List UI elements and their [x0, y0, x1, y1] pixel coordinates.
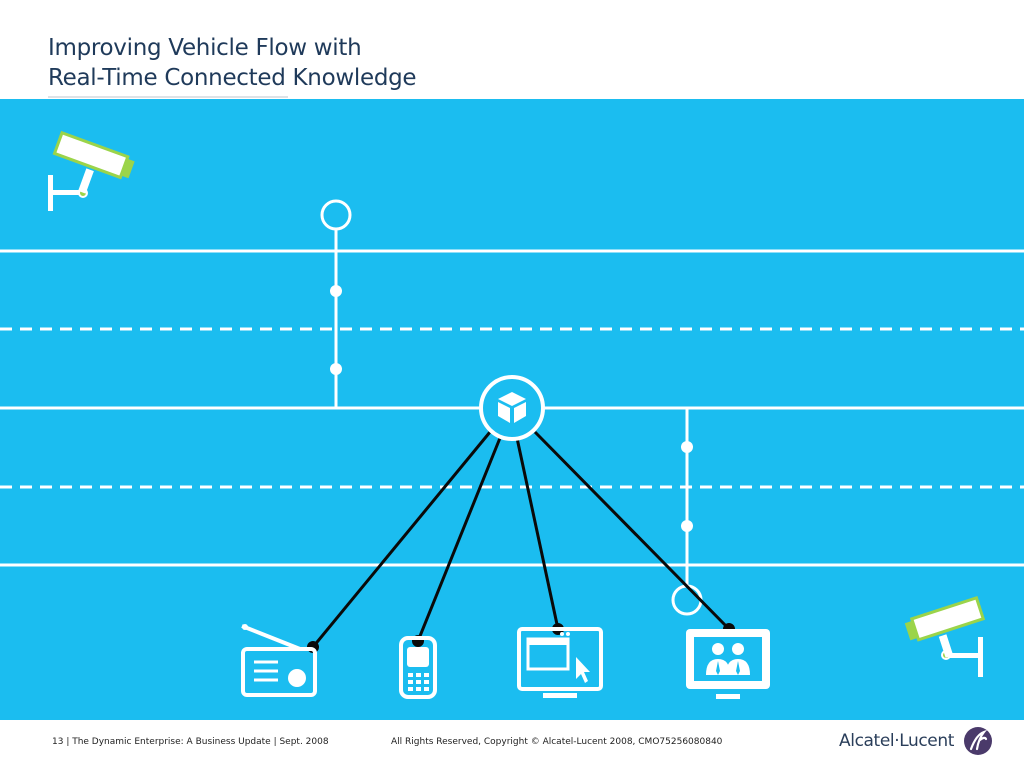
tv-people-icon — [686, 629, 770, 699]
computer-monitor-icon — [517, 627, 603, 698]
mobile-phone-icon — [399, 636, 437, 699]
alcatel-lucent-logo: Alcatel·Lucent — [839, 724, 994, 758]
hub-cube-icon — [479, 375, 545, 441]
sensor-node-top-1 — [330, 285, 342, 297]
radio-icon — [241, 624, 317, 697]
connector-phone — [416, 437, 502, 642]
title-line-2: Real-Time Connected Knowledge — [48, 65, 417, 91]
title-line-1: Improving Vehicle Flow with — [48, 35, 362, 61]
title-underline — [48, 96, 288, 98]
logo-text: Alcatel·Lucent — [839, 731, 954, 751]
camera-icon-top-left — [48, 130, 135, 211]
camera-icon-bottom-right — [904, 595, 986, 677]
sensor-node-bottom-1 — [681, 441, 693, 453]
logo-mark-icon — [964, 727, 992, 755]
connector-radio — [311, 431, 492, 648]
traffic-diagram — [0, 99, 1024, 720]
connector-tv — [533, 430, 731, 631]
sensor-pole-top — [320, 199, 352, 408]
connector-computer — [515, 437, 560, 630]
sensor-node-bottom-2 — [681, 520, 693, 532]
sensor-node-top-2 — [330, 363, 342, 375]
slide-title: Improving Vehicle Flow with Real-Time Co… — [48, 33, 417, 93]
footer-page-info: 13 | The Dynamic Enterprise: A Business … — [52, 737, 329, 747]
footer-copyright: All Rights Reserved, Copyright © Alcatel… — [391, 737, 723, 747]
